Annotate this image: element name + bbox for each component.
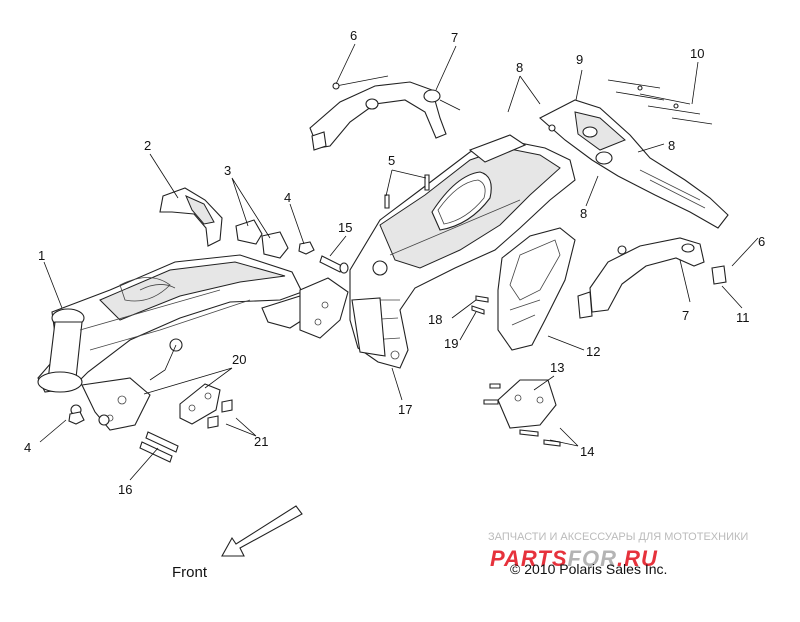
callout-15: 15: [338, 220, 352, 235]
callout-12: 12: [586, 344, 600, 359]
part-bracket-7-top: [309, 75, 461, 151]
callout-labels: 1 2 3 4 4 5 6 6 7 7 8 8 8 9 10 11 12 13 …: [24, 28, 765, 497]
callout-8-top: 8: [516, 60, 523, 75]
callout-17: 17: [398, 402, 412, 417]
part-bracket-13: [483, 379, 561, 447]
part-bolt-15: [319, 255, 349, 274]
part-pins-18-19: [471, 295, 489, 315]
watermark-tagline: ЗАПЧАСТИ И АКСЕССУАРЫ ДЛЯ МОТОТЕХНИКИ: [488, 531, 748, 543]
callout-4: 4: [284, 190, 291, 205]
callout-16: 16: [118, 482, 132, 497]
callout-11: 11: [736, 310, 750, 325]
part-plate-20: [179, 383, 221, 425]
part-subframe-9: [539, 99, 729, 229]
callout-8-mid: 8: [580, 206, 587, 221]
callout-1: 1: [38, 248, 45, 263]
callout-10: 10: [690, 46, 704, 61]
part-clamps-3: [235, 219, 289, 259]
part-bolts-16: [139, 431, 179, 463]
copyright-text: © 2010 Polaris Sales Inc.: [510, 561, 667, 577]
callout-3: 3: [224, 163, 231, 178]
callout-13: 13: [550, 360, 564, 375]
part-rods-10: [607, 79, 713, 125]
callout-21: 21: [254, 434, 268, 449]
callout-6-right: 6: [758, 234, 765, 249]
part-spacers-21: [207, 399, 233, 429]
part-bracket-7-lower: [577, 237, 705, 319]
part-panel-12: [497, 227, 576, 351]
watermark-logo: PARTSFOR.RU: [490, 546, 658, 571]
leader-lines: [39, 43, 759, 481]
callout-14: 14: [580, 444, 594, 459]
part-plate-11: [711, 265, 727, 285]
part-nut-4: [298, 241, 315, 255]
front-label: Front: [172, 564, 208, 581]
part-main-frame-17: [349, 134, 576, 369]
callout-9: 9: [576, 52, 583, 67]
part-bracket-2: [159, 187, 223, 247]
callout-6-top: 6: [350, 28, 357, 43]
callout-20: 20: [232, 352, 246, 367]
callout-5: 5: [388, 153, 395, 168]
front-direction-arrow: Front: [172, 505, 303, 581]
part-nut-4-lower: [68, 411, 85, 425]
callout-19: 19: [444, 336, 458, 351]
callout-8-right: 8: [668, 138, 675, 153]
callout-2: 2: [144, 138, 151, 153]
callout-7-lower: 7: [682, 308, 689, 323]
callout-18: 18: [428, 312, 442, 327]
callout-4-lower: 4: [24, 440, 31, 455]
callout-7-top: 7: [451, 30, 458, 45]
watermark: ЗАПЧАСТИ И АКСЕССУАРЫ ДЛЯ МОТОТЕХНИКИ PA…: [488, 531, 748, 571]
